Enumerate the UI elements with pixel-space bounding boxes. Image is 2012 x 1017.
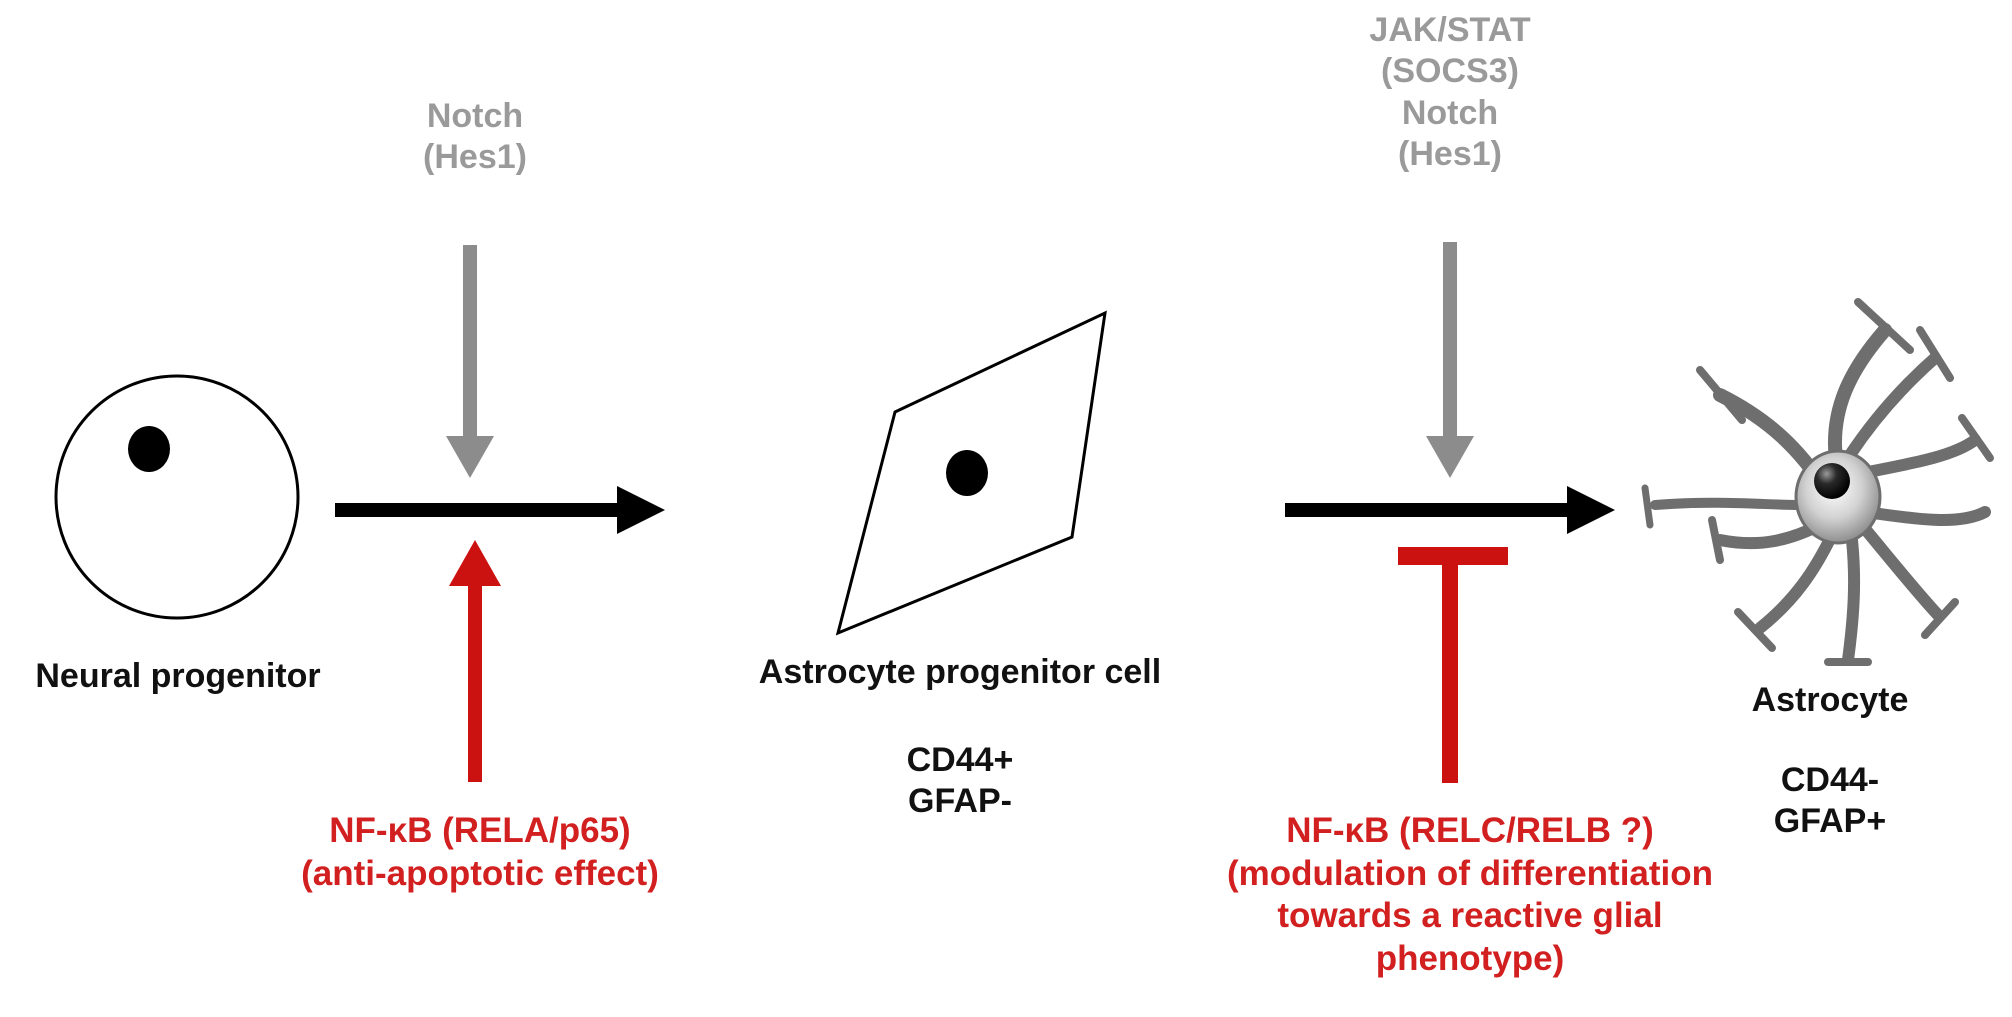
nfkb-rela-label: NF-κB (RELA/p65) (anti-apoptotic effect) [240, 810, 720, 895]
nfkb-relc-relb-label: NF-κB (RELC/RELB ?) (modulation of diffe… [1190, 810, 1750, 981]
nfkb-rela-line-1: NF-κB (RELA/p65) [329, 811, 631, 850]
astrocyte-progenitor-markers: CD44+ GFAP- [860, 740, 1060, 823]
jak-stat-notch-label: JAK/STAT (SOCS3) Notch (Hes1) [1340, 10, 1560, 176]
marker-cd44-negative: CD44- [1780, 761, 1880, 799]
differentiation-arrow-1-head [617, 486, 665, 534]
hes1-line: (Hes1) [1398, 135, 1502, 174]
jak-stat-notch-arrow-head [1426, 436, 1474, 478]
neural-progenitor-label: Neural progenitor [35, 657, 321, 695]
socs3-line: (SOCS3) [1381, 52, 1519, 91]
astrocyte-progenitor-label: Astrocyte progenitor cell [758, 653, 1162, 691]
nfkb-relc-line-4: phenotype) [1375, 939, 1565, 979]
astrocyte-label: Astrocyte [1751, 681, 1909, 719]
nfkb-rela-line-2: (anti-apoptotic effect) [301, 853, 659, 893]
notch-signal-line-2: (Hes1) [423, 138, 527, 177]
astrocyte-cell [1641, 298, 1994, 666]
marker-cd44-positive: CD44+ [906, 741, 1014, 779]
notch-line: Notch [1401, 93, 1499, 132]
notch-signal-label: Notch (Hes1) [400, 96, 550, 179]
astrocyte-nucleus [1814, 463, 1850, 499]
neural-progenitor-cell [54, 374, 300, 620]
notch-arrow-1-head [446, 436, 494, 478]
nfkb-arrow-1-head [449, 540, 501, 586]
differentiation-arrow-2-head [1567, 486, 1615, 534]
jak-stat-line: JAK/STAT [1369, 11, 1531, 49]
notch-signal-line-1: Notch [426, 97, 524, 135]
nfkb-relc-line-3: towards a reactive glial [1277, 896, 1663, 936]
marker-gfap-negative: GFAP- [908, 782, 1012, 821]
astrocyte-progenitor-nucleus [946, 450, 988, 496]
nfkb-relc-line-2: (modulation of differentiation [1226, 853, 1714, 893]
nfkb-relc-line-1: NF-κB (RELC/RELB ?) [1286, 811, 1654, 850]
astrocyte-markers: CD44- GFAP+ [1730, 760, 1930, 843]
marker-gfap-positive: GFAP+ [1773, 802, 1887, 841]
neural-progenitor-nucleus [128, 426, 170, 472]
